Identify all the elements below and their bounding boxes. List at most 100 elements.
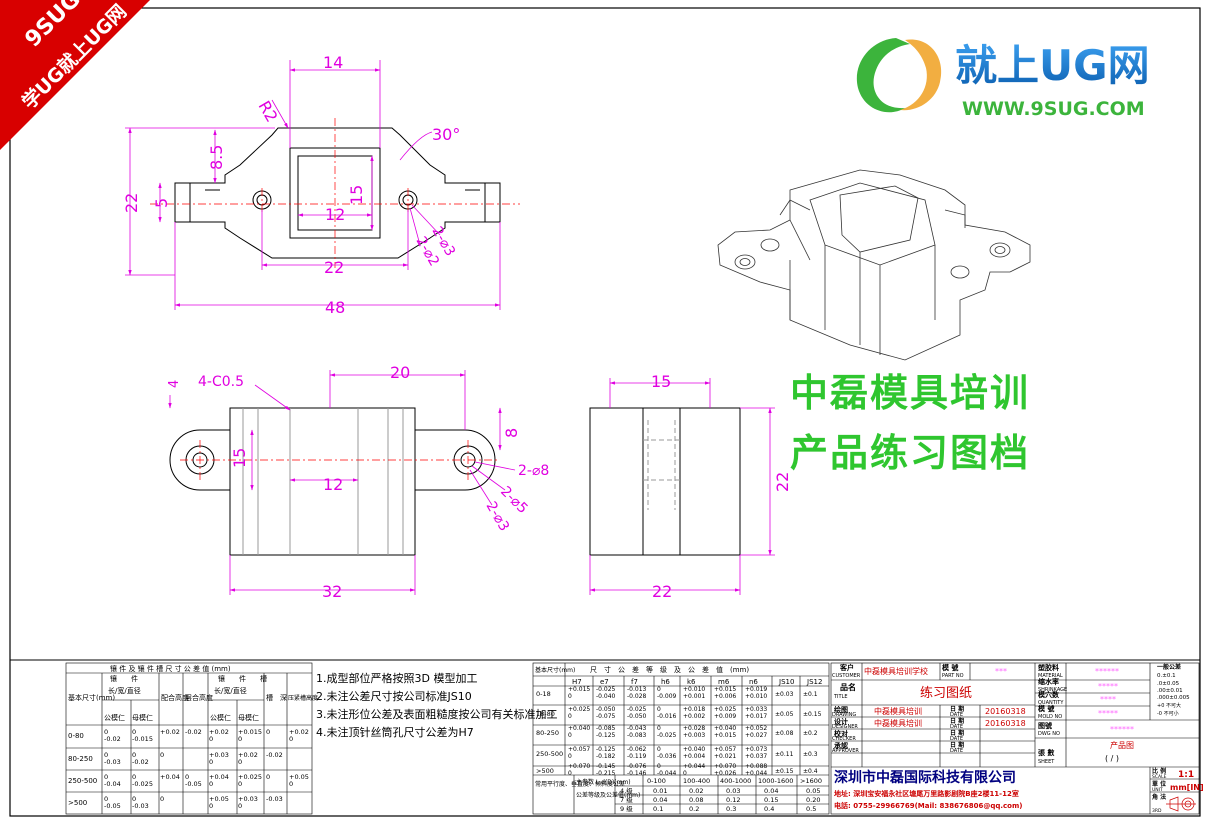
tb-gen-tol-0: 0.±0.1	[1157, 673, 1176, 679]
tol-cell: -0.145	[596, 763, 616, 770]
tol-cell: -0.125	[596, 732, 616, 739]
logo-leaf-icon	[856, 38, 910, 113]
tol-cell: 0	[568, 693, 572, 700]
tb-checker-label: 校对	[834, 729, 848, 738]
tol-header: H7	[572, 678, 582, 686]
fit-cell: +0.02	[289, 728, 309, 736]
tol-cell: +0.052	[745, 725, 767, 732]
tol-cell: -0.062	[627, 746, 647, 753]
tol-header: JS10	[778, 678, 794, 686]
tol-header: e7	[600, 678, 609, 686]
tb-designer-date: 20160318	[985, 719, 1026, 728]
fit-cell: +0.04	[209, 773, 229, 781]
tb-shrink-label: 缩水率	[1038, 677, 1059, 686]
fit-cell: 0	[132, 751, 136, 759]
dim-12: 12	[325, 205, 345, 224]
side-view-dim-labels: 15 22 22	[651, 372, 792, 601]
tb-drawing: 中磊模具培训	[874, 706, 922, 716]
tol-cell: 0	[568, 753, 572, 760]
tol-cell: +0.044	[683, 763, 705, 770]
dim-8-5: 8.5	[207, 145, 226, 170]
top-view-dimensions	[125, 60, 501, 310]
tol-col-basic: 基本尺寸(mm)	[535, 666, 575, 674]
overlay-text-line2: 产品练习图档	[790, 430, 1031, 475]
tb-date-en-1: DATE	[950, 712, 963, 718]
tol-cell: -0.025	[627, 706, 647, 713]
tol-cell: -0.076	[627, 763, 647, 770]
dim-20: 20	[390, 363, 410, 382]
fit-cell: -0.05	[104, 802, 121, 810]
tol-cell: +0.006	[714, 693, 736, 700]
dim-22-side-bottom: 22	[652, 582, 672, 601]
tb-gen-tol-2: .00±0.01	[1157, 688, 1183, 694]
tol-cell: +0.026	[714, 770, 736, 777]
tol-cell: ±0.08	[775, 730, 794, 737]
dim-48: 48	[325, 298, 345, 317]
tol-geo-param: 主参数 L,d(D)(mm)	[576, 778, 631, 786]
fit-row-size: 0-80	[68, 732, 84, 740]
geo-cell: 0.1	[653, 805, 663, 813]
geo-range: 1000-1600	[758, 777, 793, 785]
fit-table-title: 镶 件 及 镶 件 槽 尺 寸 公 差 值 (mm)	[110, 664, 231, 673]
tb-drawing-en: DRAWING	[832, 712, 856, 718]
fit-cell: 0	[209, 735, 213, 743]
tb-approver-label: 承認	[834, 741, 848, 750]
tb-gen-tol-1: .0±0.05	[1157, 681, 1180, 687]
fit-cell: 0	[209, 780, 213, 788]
tol-cell: +0.057	[714, 746, 736, 753]
tb-drawing-date: 20160318	[985, 707, 1026, 716]
tb-dwg-label: 图號	[1038, 721, 1052, 730]
tol-cell: 0	[657, 763, 661, 770]
geo-range: 400-1000	[720, 777, 751, 785]
tb-mold: *****	[1098, 709, 1118, 718]
tb-qty: ****	[1100, 695, 1116, 704]
fit-cell: -0.02	[132, 758, 149, 766]
fit-col-slot-lwd: 长/宽/直径	[214, 686, 247, 695]
tol-cell: +0.070	[568, 763, 590, 770]
isometric-view	[717, 169, 1031, 361]
side-view-dimensions	[589, 378, 775, 595]
tol-cell: ±0.03	[775, 691, 794, 698]
tol-cell: ±0.15	[775, 768, 794, 775]
tb-date-label-2: 日 期	[950, 717, 964, 725]
tb-material-en: MATERIAL	[1038, 673, 1063, 679]
tol-cell: -0.119	[627, 753, 647, 760]
fit-cell: 0	[209, 802, 213, 810]
geo-grade: 9 级	[620, 804, 633, 813]
tb-approver-en: APPROVER	[832, 748, 859, 754]
tol-cell: ±0.11	[775, 751, 794, 758]
tol-cell: ±0.05	[775, 711, 794, 718]
fit-cell: 0	[104, 751, 108, 759]
tb-scale: 1:1	[1178, 770, 1194, 780]
tb-sheet: ( / )	[1105, 754, 1119, 763]
fit-cell: 0	[185, 773, 189, 781]
tolerance-rows: 0-18+0.0150-0.025-0.040-0.013-0.0280-0.0…	[536, 686, 822, 777]
tb-checker-en: CHECKER	[832, 736, 856, 742]
fit-cell: -0.04	[104, 780, 121, 788]
tol-row-size: >500	[536, 767, 554, 775]
fit-col-female-2: 母模仁	[238, 713, 259, 722]
tol-cell: +0.025	[568, 706, 590, 713]
tol-cell: +0.021	[714, 753, 736, 760]
fit-cell: 0	[238, 780, 242, 788]
fit-cell: -0.03	[266, 795, 283, 803]
tol-cell: +0.073	[745, 746, 767, 753]
fit-cell: -0.02	[104, 735, 121, 743]
logo-title: 就上UG网	[955, 41, 1150, 90]
fit-cell: +0.05	[289, 773, 309, 781]
fit-col-slot-h: 层合高度	[185, 693, 213, 702]
fit-cell: 0	[289, 735, 293, 743]
tb-material: ******	[1095, 667, 1119, 676]
tol-cell: +0.044	[745, 770, 767, 777]
tol-cell: +0.019	[745, 686, 767, 693]
tol-cell: +0.018	[683, 706, 705, 713]
tb-gen-tol-3: .000±0.005	[1157, 695, 1190, 701]
fit-col-male-2: 公模仁	[210, 713, 231, 722]
tb-date-label-1: 日 期	[950, 705, 964, 713]
tol-cell: ±0.1	[803, 691, 818, 698]
tb-sheet-en: SHEET	[1038, 759, 1055, 765]
logo-url: WWW.9SUG.COM	[962, 98, 1145, 120]
tol-row-size: 80-250	[536, 729, 559, 737]
fit-col-basic: 基本尺寸(mm)	[68, 693, 115, 702]
title-block	[830, 662, 1200, 815]
